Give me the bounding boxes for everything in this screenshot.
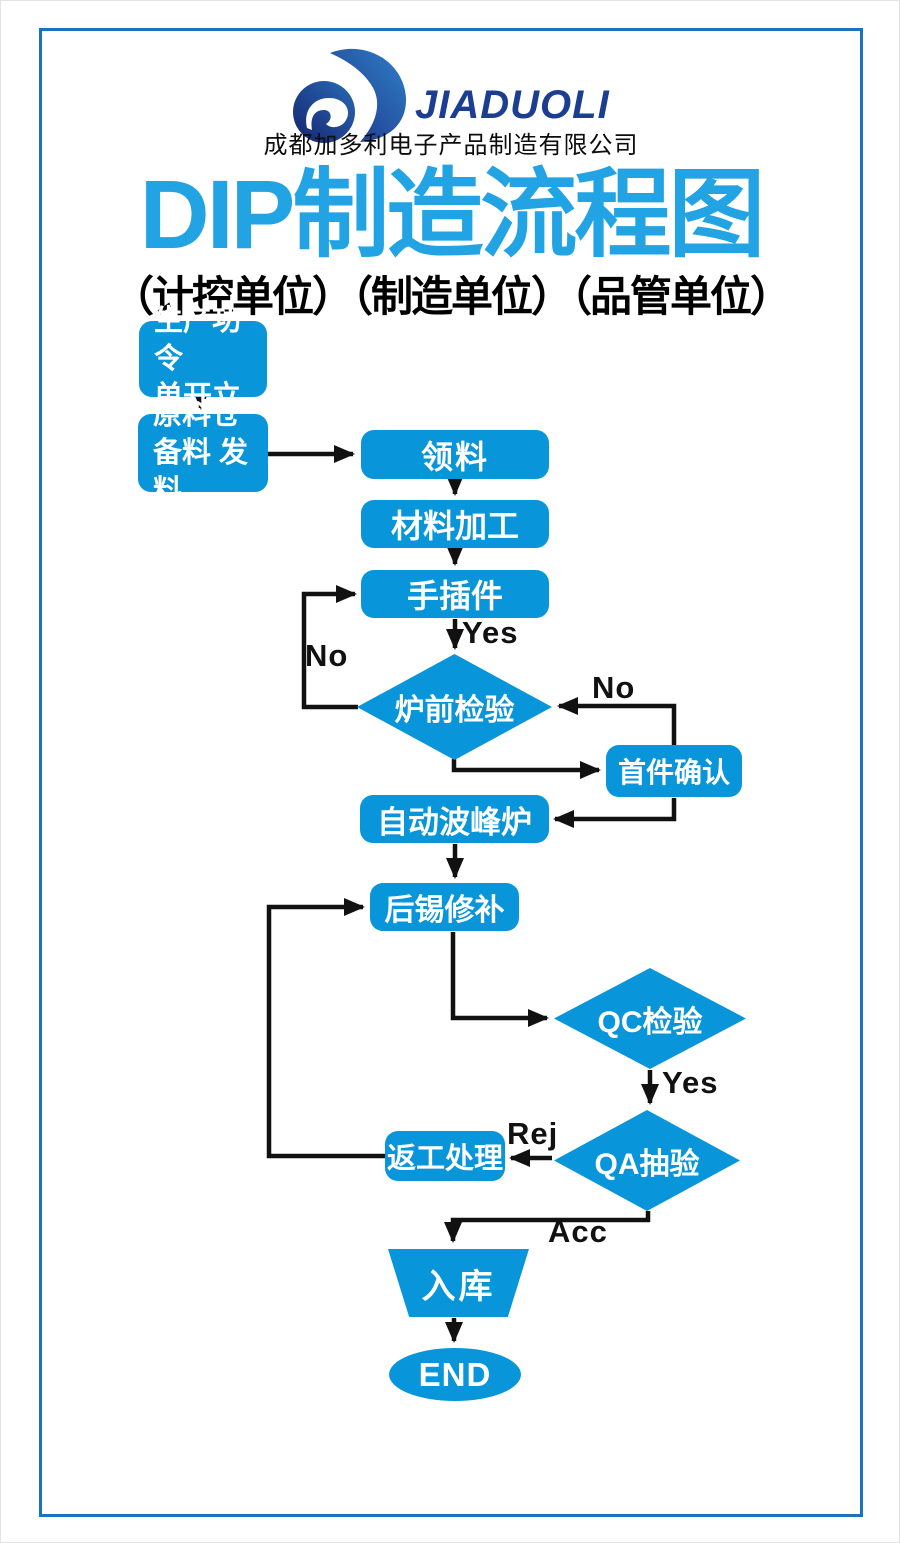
edge-label-yes-insert-to-prefurnace: Yes <box>462 615 519 650</box>
flow-node-start: 生产功令 单开立 <box>139 305 267 413</box>
logo-icon <box>293 48 407 143</box>
flow-node-first-article-confirm: 首件确认 <box>606 745 742 797</box>
flow-node-solder-touchup: 后锡修补 <box>370 883 519 931</box>
flow-node-manual-insertion: 手插件 <box>361 570 549 618</box>
flow-node-rework: 返工处理 <box>385 1131 505 1181</box>
flow-node-wave-soldering: 自动波峰炉 <box>360 795 549 843</box>
company-name: 成都加多利电子产品制造有限公司 <box>263 132 639 159</box>
logo-swirl <box>306 98 349 130</box>
flow-node-pick-material: 领料 <box>361 430 549 479</box>
edge-label-rej-qa-to-rework: Rej <box>507 1116 559 1151</box>
edge-label-acc-qa-to-warehouse: Acc <box>548 1214 608 1249</box>
border-frame <box>39 28 863 1517</box>
flow-node-material-prep: 原料仓 备料 发料 <box>138 399 268 507</box>
edge-label-no-firstarticle-back: No <box>592 670 636 705</box>
edge-label-yes-qc-to-qa: Yes <box>662 1065 719 1100</box>
page-title: DIP制造流程图 <box>139 160 766 269</box>
subtitle-units: （计控单位）（制造单位）（品管单位） <box>111 273 792 320</box>
logo-swoosh <box>330 48 407 142</box>
flow-node-material-processing: 材料加工 <box>361 500 549 548</box>
edge-label-no-prefurnace-to-insert: No <box>305 638 349 673</box>
flow-node-end: END <box>389 1348 521 1401</box>
brand-name: JIADUOLI <box>415 83 610 127</box>
flow-node-warehouse-in: 入库 <box>388 1249 529 1317</box>
